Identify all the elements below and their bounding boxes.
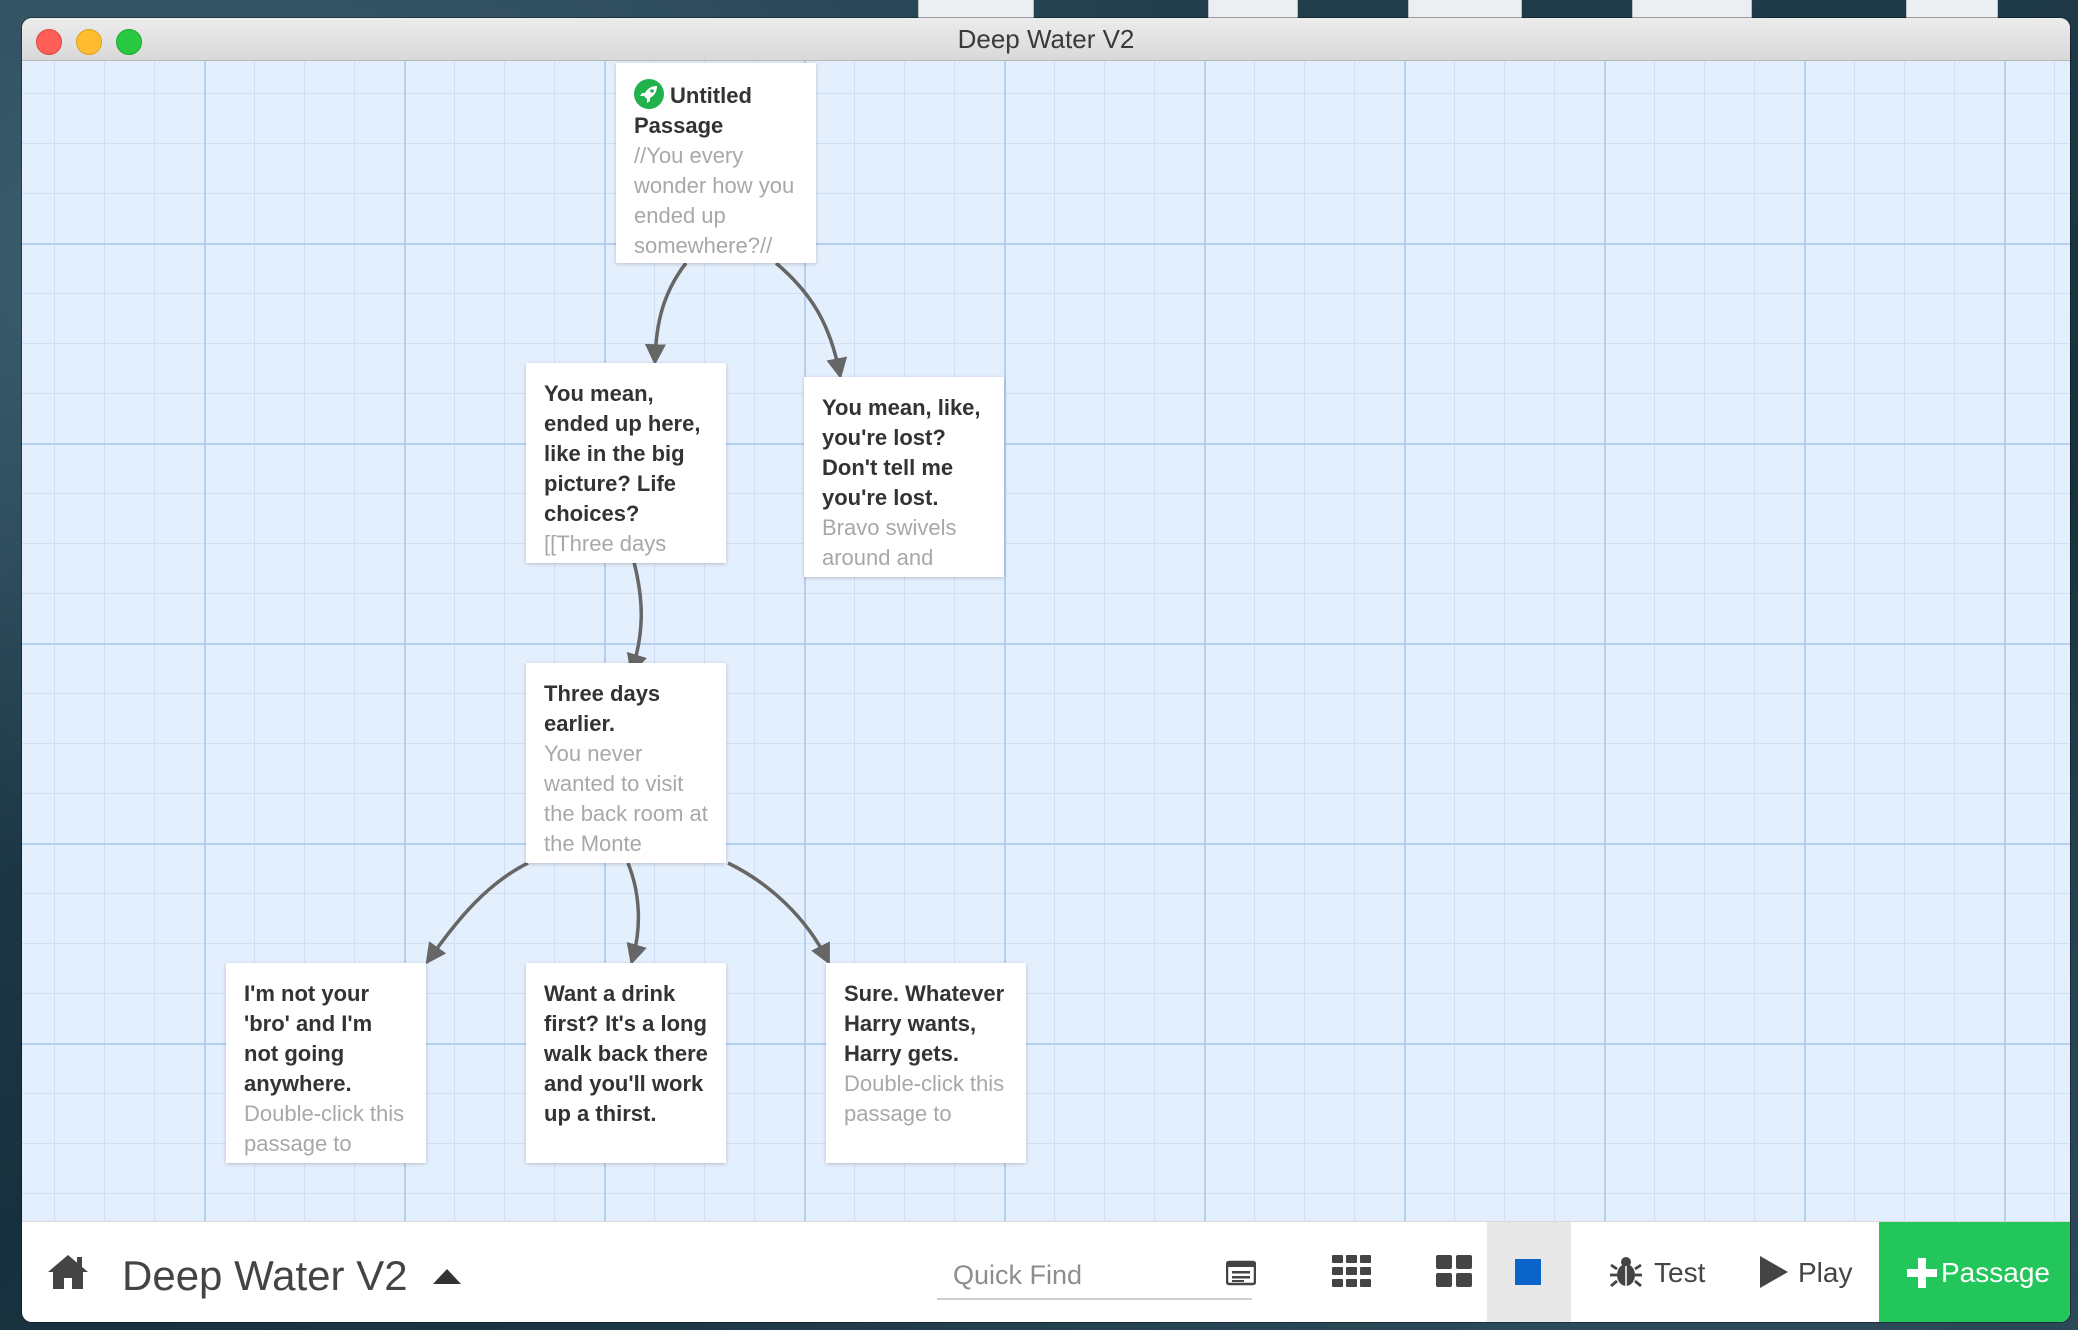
quick-find-input[interactable] — [937, 1252, 1252, 1300]
passage-title: Sure. Whatever Harry wants, Harry gets. — [844, 981, 1005, 1066]
library-home-button[interactable] — [46, 1252, 90, 1292]
window-title: Deep Water V2 — [957, 24, 1135, 54]
home-icon — [48, 1255, 88, 1289]
link-arrow — [425, 861, 529, 965]
test-story-button[interactable]: Test — [1596, 1222, 1716, 1322]
link-arrow — [774, 261, 848, 380]
list-icon — [1226, 1260, 1256, 1286]
passage-excerpt: //You every wonder how you ended up some… — [634, 143, 795, 258]
app-window: Deep Water V2 Untitled Passage //You eve… — [22, 18, 2070, 1322]
desktop-thumbnail — [1408, 0, 1522, 19]
passage-excerpt: Double-click this passage to — [244, 1101, 405, 1156]
medium-grid-icon — [1436, 1255, 1472, 1287]
passage-title: Want a drink first? It's a long walk bac… — [544, 981, 708, 1126]
passage-card[interactable]: Three days earlier. You never wanted to … — [526, 663, 726, 863]
passage-title: I'm not your 'bro' and I'm not going any… — [244, 981, 373, 1096]
story-map-canvas[interactable]: Untitled Passage //You every wonder how … — [22, 61, 2070, 1221]
play-icon — [1760, 1256, 1788, 1288]
passage-title: You mean, like, you're lost? Don't tell … — [822, 395, 981, 510]
square-icon — [1515, 1259, 1541, 1285]
minimize-window-button[interactable] — [76, 29, 102, 55]
link-arrow — [626, 862, 647, 966]
test-label: Test — [1654, 1257, 1706, 1288]
new-passage-button[interactable]: Passage — [1879, 1222, 2070, 1322]
play-story-button[interactable]: Play — [1748, 1222, 1858, 1322]
desktop-thumbnail — [1208, 0, 1298, 19]
passage-links — [425, 261, 848, 966]
passage-excerpt: Bravo swivels around and — [822, 515, 957, 570]
zoom-structure-button[interactable] — [1412, 1222, 1496, 1322]
bug-icon — [1610, 1257, 1642, 1288]
desktop-thumbnail — [1632, 0, 1752, 19]
passage-card-start[interactable]: Untitled Passage //You every wonder how … — [616, 63, 816, 263]
play-label: Play — [1798, 1257, 1853, 1288]
passage-card[interactable]: You mean, ended up here, like in the big… — [526, 363, 726, 563]
link-arrow — [626, 561, 647, 676]
desktop-thumbnail — [918, 0, 1034, 19]
plus-icon — [1907, 1258, 1937, 1288]
passage-card[interactable]: Sure. Whatever Harry wants, Harry gets. … — [826, 963, 1026, 1163]
story-menu-button[interactable]: Deep Water V2 — [122, 1242, 463, 1302]
link-arrow — [644, 261, 688, 366]
passage-card[interactable]: I'm not your 'bro' and I'm not going any… — [226, 963, 426, 1163]
zoom-full-button[interactable] — [1487, 1222, 1571, 1322]
desktop-thumbnail — [1906, 0, 1998, 19]
close-window-button[interactable] — [36, 29, 62, 55]
link-arrow — [727, 861, 830, 965]
passage-card[interactable]: You mean, like, you're lost? Don't tell … — [804, 377, 1004, 577]
rocket-icon — [634, 79, 664, 109]
title-bar: Deep Water V2 — [22, 18, 2070, 61]
zoom-titles-only-button[interactable] — [1308, 1222, 1394, 1322]
caret-up-icon — [431, 1242, 463, 1302]
passage-title: You mean, ended up here, like in the big… — [544, 381, 701, 526]
new-passage-label: Passage — [1941, 1257, 2050, 1288]
passage-excerpt: You never wanted to visit the back room … — [544, 741, 708, 856]
story-title: Deep Water V2 — [122, 1252, 408, 1299]
passage-list-button[interactable] — [1202, 1222, 1282, 1322]
maximize-window-button[interactable] — [116, 29, 142, 55]
passage-title: Three days earlier. — [544, 681, 661, 736]
story-toolbar: Deep Water V2 — [22, 1221, 2070, 1322]
passage-excerpt: Double-click this passage to — [844, 1071, 1005, 1126]
passage-excerpt: [[Three days — [544, 531, 667, 556]
small-grid-icon — [1332, 1255, 1371, 1287]
passage-title: Untitled Passage — [634, 83, 752, 138]
passage-card[interactable]: Want a drink first? It's a long walk bac… — [526, 963, 726, 1163]
